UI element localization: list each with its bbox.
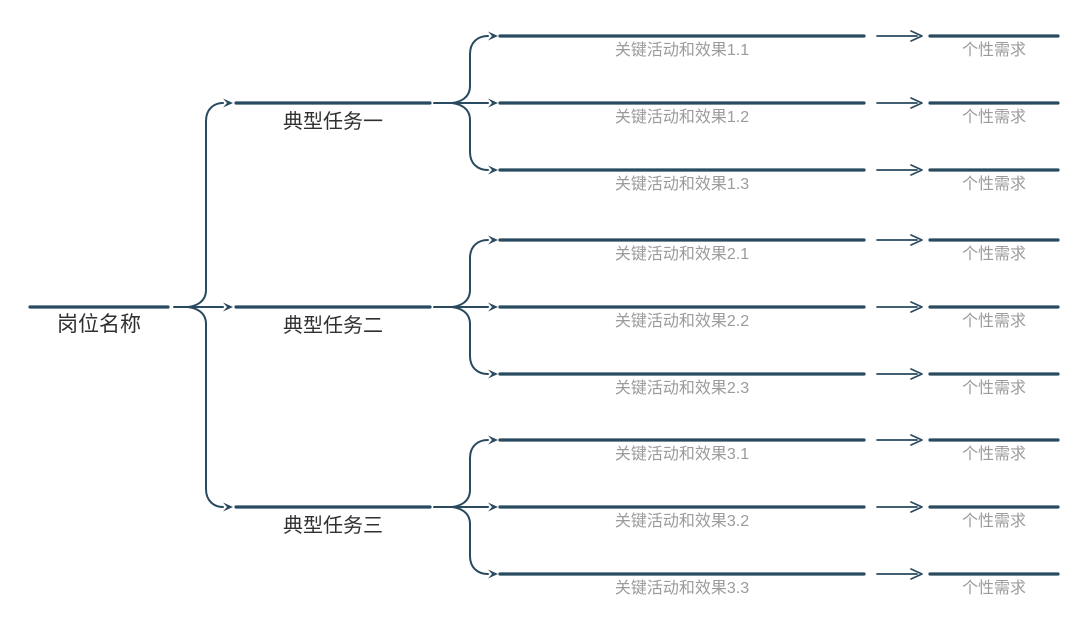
root-branch-connector-upper-arrowhead-icon <box>223 98 233 108</box>
activity-2-3-label[interactable]: 关键活动和效果2.3 <box>614 380 750 397</box>
activity-1-1-arrowhead-icon <box>910 30 923 42</box>
task-1-branch-connector-lower-arrowhead-icon <box>488 165 498 175</box>
activity-3-2-arrowhead-icon <box>910 501 923 513</box>
need-1-1-label[interactable]: 个性需求 <box>961 42 1026 59</box>
activity-2-2-label[interactable]: 关键活动和效果2.2 <box>614 313 750 330</box>
root-branch-connector-lower-curve <box>187 306 224 508</box>
need-3-1-label[interactable]: 个性需求 <box>961 446 1026 463</box>
root-branch-connector-middle-arrowhead-icon <box>223 302 233 312</box>
activity-3-1-arrowhead-icon <box>910 434 923 446</box>
need-2-2-label[interactable]: 个性需求 <box>961 313 1026 330</box>
activity-2-3-arrowhead-icon <box>910 368 923 380</box>
activity-1-3-arrowhead-icon <box>910 164 923 176</box>
task-2-label[interactable]: 典型任务二 <box>283 315 383 337</box>
task-1-branch-connector-upper-curve <box>451 35 489 104</box>
task-1-branch-connector-lower-curve <box>451 102 489 171</box>
need-1-2-label[interactable]: 个性需求 <box>961 109 1026 126</box>
task-3-branch-connector-upper-arrowhead-icon <box>488 435 498 445</box>
task-2-branch-connector-upper-curve <box>451 239 489 308</box>
need-3-2-label[interactable]: 个性需求 <box>961 513 1026 530</box>
root-branch-connector-upper-curve <box>187 102 224 308</box>
need-1-3-label[interactable]: 个性需求 <box>961 176 1026 193</box>
root-topic-label[interactable]: 岗位名称 <box>57 313 141 336</box>
task-1-label[interactable]: 典型任务一 <box>283 111 383 133</box>
task-3-branch-connector-upper-curve <box>451 439 489 508</box>
activity-1-1-label[interactable]: 关键活动和效果1.1 <box>614 42 750 59</box>
activity-1-2-arrowhead-icon <box>910 97 923 109</box>
need-2-1-label[interactable]: 个性需求 <box>961 246 1026 263</box>
task-2-branch-connector-lower-curve <box>451 306 489 375</box>
activity-2-1-label[interactable]: 关键活动和效果2.1 <box>614 246 750 263</box>
activity-2-2-arrowhead-icon <box>910 301 923 313</box>
activity-3-1-label[interactable]: 关键活动和效果3.1 <box>614 446 750 463</box>
task-3-branch-connector-lower-curve <box>451 506 489 575</box>
need-2-3-label[interactable]: 个性需求 <box>961 380 1026 397</box>
activity-1-2-label[interactable]: 关键活动和效果1.2 <box>614 109 750 126</box>
activity-3-3-label[interactable]: 关键活动和效果3.3 <box>614 580 750 597</box>
need-3-3-label[interactable]: 个性需求 <box>961 580 1026 597</box>
activity-1-3-label[interactable]: 关键活动和效果1.3 <box>614 176 750 193</box>
task-3-label[interactable]: 典型任务三 <box>283 515 383 537</box>
activity-3-3-arrowhead-icon <box>910 568 923 580</box>
task-3-branch-connector-lower-arrowhead-icon <box>488 569 498 579</box>
root-branch-connector-lower-arrowhead-icon <box>223 502 233 512</box>
activity-3-2-label[interactable]: 关键活动和效果3.2 <box>614 513 750 530</box>
task-2-branch-connector-middle-arrowhead-icon <box>488 302 498 312</box>
task-1-branch-connector-middle-arrowhead-icon <box>488 98 498 108</box>
task-3-branch-connector-middle-arrowhead-icon <box>488 502 498 512</box>
task-2-branch-connector-lower-arrowhead-icon <box>488 369 498 379</box>
task-1-branch-connector-upper-arrowhead-icon <box>488 31 498 41</box>
task-2-branch-connector-upper-arrowhead-icon <box>488 235 498 245</box>
activity-2-1-arrowhead-icon <box>910 234 923 246</box>
